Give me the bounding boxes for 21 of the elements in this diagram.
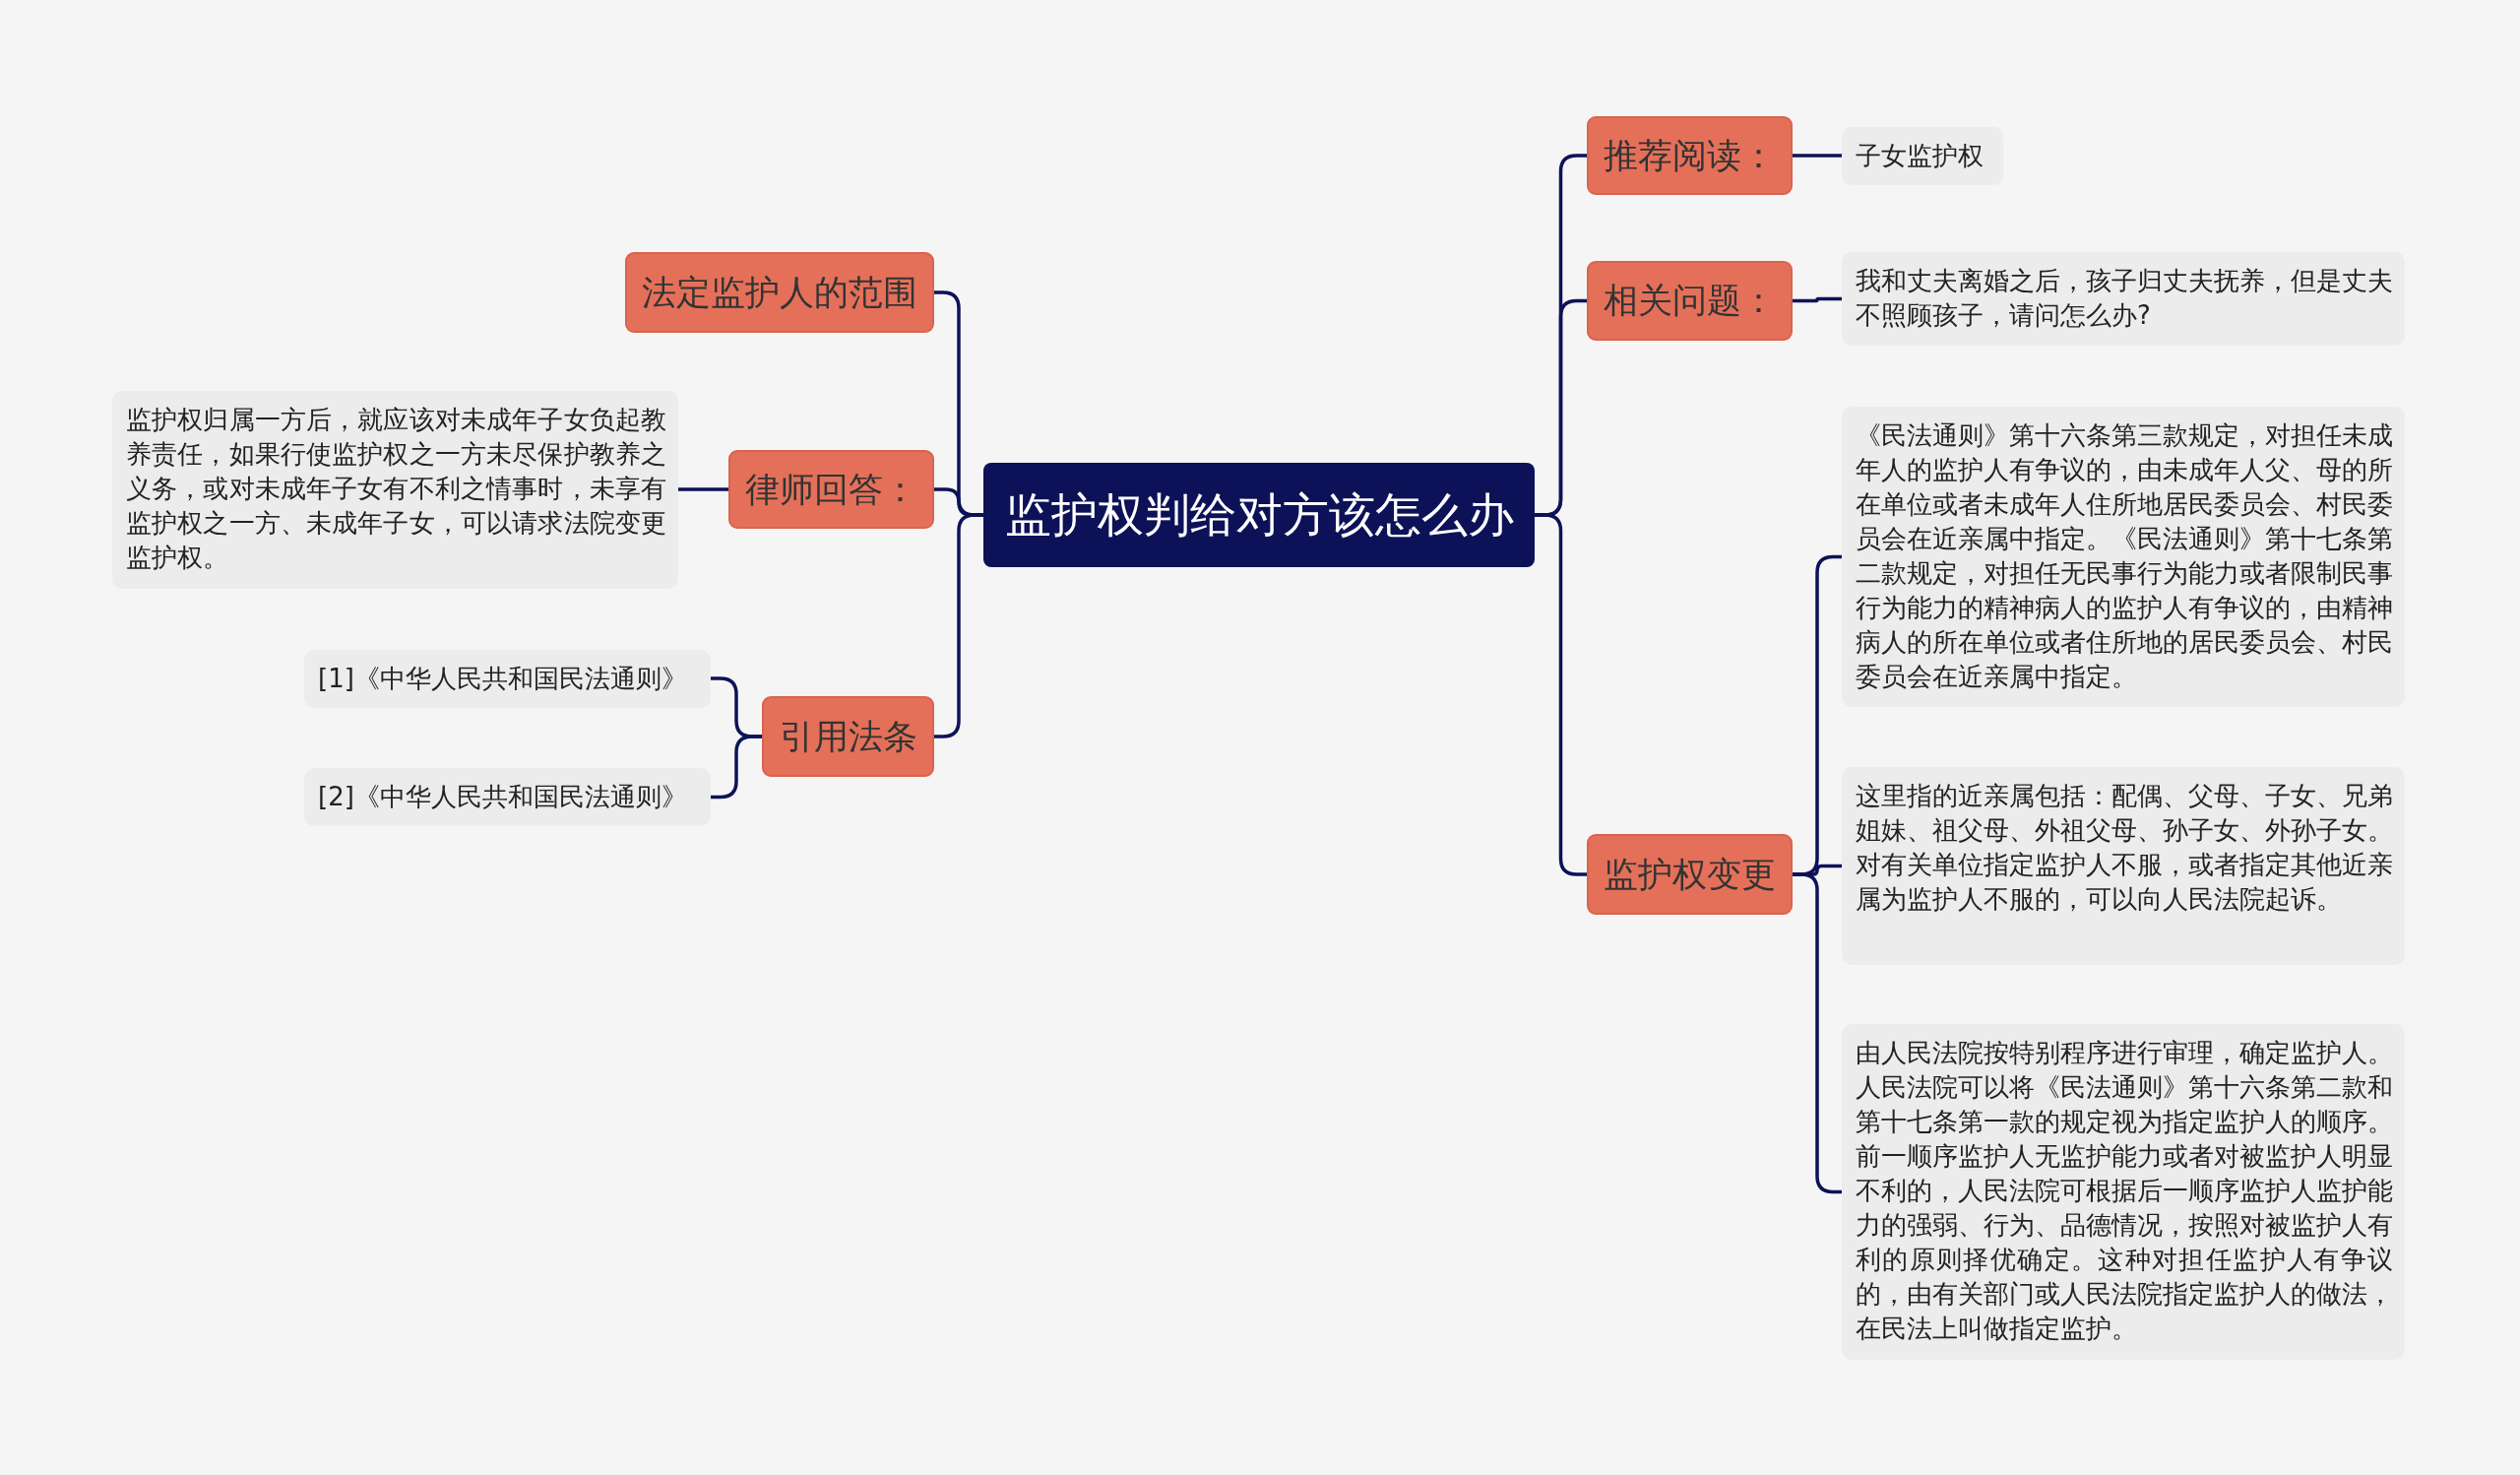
text-card: 这里指的近亲属包括：配偶、父母、子女、兄弟姐妹、祖父母、外祖父母、孙子女、外孙子女。对有关单位指定监护人不服，或者指定其他近亲属为监护人不服的，可以向人民法院起诉。 [1842, 767, 2405, 965]
connector-line [934, 513, 983, 738]
topic-box: 法定监护人的范围 [625, 252, 934, 333]
topic-box: 律师回答： [728, 450, 934, 529]
connector-line [1793, 296, 1842, 303]
topic-box: 引用法条 [762, 696, 934, 777]
topic-box: 监护权变更 [1587, 834, 1793, 915]
topic-box: 推荐阅读： [1587, 116, 1793, 195]
text-card: 《民法通则》第十六条第三款规定，对担任未成年人的监护人有争议的，由未成年人父、母的所在单位或者未成年人住所地居民委员会、村民委员会在近亲属中指定。《民法通则》第十七条第二款规定，对担任无民事行为能力或者限制民事行为能力的精神病人的监护人有争议的，由精神病人的所在单位或者住所地的居民委员会、村民委员会在近亲属中指定。 [1842, 407, 2405, 707]
connector-line [1793, 154, 1842, 158]
text-card: 子女监护权 [1842, 127, 2003, 185]
connector-line [1793, 872, 1842, 1194]
text-card: [2]《中华人民共和国民法通则》 [304, 768, 711, 826]
central-topic-box: 监护权判给对方该怎么办 [983, 463, 1535, 567]
text-card: 监护权归属一方后，就应该对未成年子女负起教养责任，如果行使监护权之一方未尽保护教养之义务，或对未成年子女有不利之情事时，未享有监护权之一方、未成年子女，可以请求法院变更监护权。 [112, 391, 678, 589]
connector-line [678, 487, 728, 491]
text-card: 我和丈夫离婚之后，孩子归丈夫抚养，但是丈夫不照顾孩子，请问怎么办? [1842, 252, 2405, 346]
text-card: [1]《中华人民共和国民法通则》 [304, 650, 711, 708]
connector-line [1535, 513, 1587, 876]
text-card: 由人民法院按特别程序进行审理，确定监护人。人民法院可以将《民法通则》第十六条第二款和第十七条第一款的规定视为指定监护人的顺序。前一顺序监护人无监护能力或者对被监护人明显不利的，人民法院可根据后一顺序监护人监护能力的强弱、行为、品德情况，按照对被监护人有利的原则择优确定。这种对担任监护人有争议的，由有关部门或人民法院指定监护人的做法，在民法上叫做指定监护。 [1842, 1024, 2405, 1360]
topic-box: 相关问题： [1587, 261, 1793, 341]
